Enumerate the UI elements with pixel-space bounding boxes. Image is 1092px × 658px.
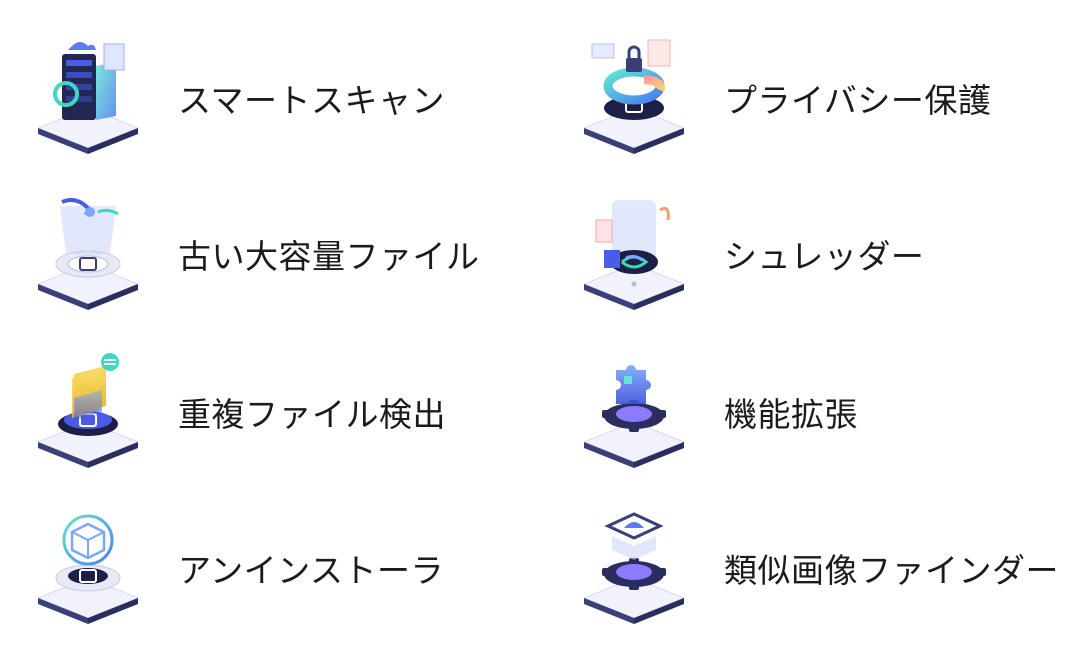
large-old-files-icon: [38, 192, 168, 322]
feature-duplicate-finder[interactable]: 重複ファイル検出: [38, 350, 538, 480]
feature-similar-photos[interactable]: 類似画像ファインダー: [584, 506, 1084, 636]
feature-label: アンインストーラ: [178, 551, 445, 590]
feature-label: シュレッダー: [724, 237, 925, 276]
feature-label: 重複ファイル検出: [178, 395, 446, 434]
feature-large-old-files[interactable]: 古い大容量ファイル: [38, 192, 538, 322]
feature-uninstaller[interactable]: アンインストーラ: [38, 506, 538, 636]
feature-label: スマートスキャン: [178, 81, 446, 120]
uninstaller-icon: [38, 506, 168, 636]
feature-extensions[interactable]: 機能拡張: [584, 350, 1084, 480]
extensions-icon: [584, 350, 714, 480]
feature-label: 古い大容量ファイル: [178, 237, 480, 276]
similar-photos-icon: [584, 506, 714, 636]
feature-privacy-protection[interactable]: プライバシー保護: [584, 36, 1084, 166]
feature-label: 機能拡張: [724, 395, 858, 434]
feature-shredder[interactable]: シュレッダー: [584, 192, 1084, 322]
feature-label: 類似画像ファインダー: [724, 551, 1059, 590]
privacy-protection-icon: [584, 36, 714, 166]
feature-label: プライバシー保護: [724, 81, 992, 120]
feature-smart-scan[interactable]: スマートスキャン: [38, 36, 538, 166]
shredder-icon: [584, 192, 714, 322]
smart-scan-icon: [38, 36, 168, 166]
duplicate-finder-icon: [38, 350, 168, 480]
